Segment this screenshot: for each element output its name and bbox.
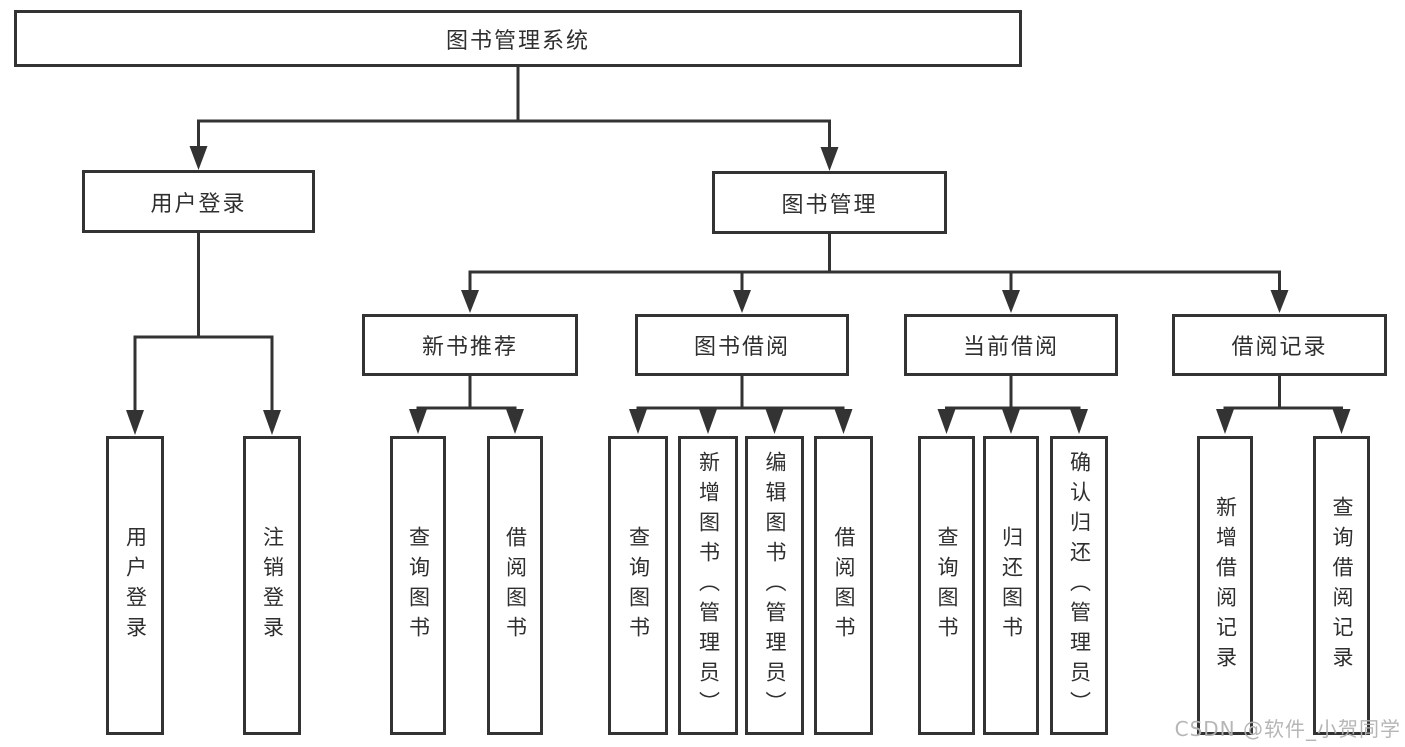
node-book-management-label: 图书管理 (781, 192, 878, 218)
leaf-query-books-recommend: 查询图书 (390, 436, 446, 735)
leaf-query-books-borrowing-label: 查询图书 (626, 525, 651, 646)
node-book-management: 图书管理 (712, 171, 947, 234)
leaf-borrow-books-borrowing: 借阅图书 (814, 436, 873, 735)
leaf-add-books-admin-label: 新增图书（管理员） (696, 450, 721, 721)
leaf-user-login: 用户登录 (106, 436, 164, 735)
node-user-login: 用户登录 (82, 170, 315, 233)
leaf-add-books-admin: 新增图书（管理员） (678, 436, 738, 735)
leaf-edit-books-admin: 编辑图书（管理员） (745, 436, 804, 735)
leaf-query-books-current-label: 查询图书 (935, 525, 959, 646)
node-borrowing-records-label: 借阅记录 (1231, 335, 1328, 360)
node-new-book-recommend-label: 新书推荐 (421, 335, 518, 360)
leaf-borrow-books-borrowing-label: 借阅图书 (832, 525, 856, 646)
leaf-borrow-books-recommend-label: 借阅图书 (503, 525, 528, 646)
node-current-borrowing-label: 当前借阅 (962, 335, 1059, 360)
node-current-borrowing: 当前借阅 (904, 314, 1118, 376)
leaf-add-borrow-record: 新增借阅记录 (1197, 436, 1253, 735)
connector-new-book-to-leaves (409, 376, 524, 434)
node-user-login-label: 用户登录 (150, 191, 247, 217)
leaf-confirm-return-admin-label: 确认归还（管理员） (1067, 450, 1092, 721)
connector-book-borrow-to-leaves (629, 376, 853, 434)
node-new-book-recommend: 新书推荐 (362, 314, 578, 376)
connector-borrow-records-to-leaves (1216, 376, 1351, 434)
node-library-system: 图书管理系统 (14, 10, 1022, 67)
leaf-confirm-return-admin: 确认归还（管理员） (1050, 436, 1108, 735)
leaf-user-login-label: 用户登录 (123, 525, 148, 646)
leaf-edit-books-admin-label: 编辑图书（管理员） (763, 450, 787, 721)
leaf-logout-label: 注销登录 (260, 525, 285, 646)
leaf-query-borrow-record-label: 查询借阅记录 (1330, 495, 1354, 676)
node-book-borrowing: 图书借阅 (635, 314, 849, 376)
csdn-watermark: CSDN @软件_小贺同学 (1174, 717, 1401, 741)
node-borrowing-records: 借阅记录 (1172, 314, 1387, 376)
leaf-query-books-borrowing: 查询图书 (608, 436, 668, 735)
connector-book-mgmt-to-level3 (461, 234, 1289, 313)
node-book-borrowing-label: 图书借阅 (693, 335, 790, 360)
node-library-system-label: 图书管理系统 (445, 28, 590, 54)
leaf-borrow-books-recommend: 借阅图书 (487, 436, 543, 735)
connector-current-borrow-to-leaves (937, 376, 1088, 434)
leaf-add-borrow-record-label: 新增借阅记录 (1213, 495, 1238, 676)
leaf-logout: 注销登录 (243, 436, 301, 735)
leaf-query-borrow-record: 查询借阅记录 (1313, 436, 1370, 735)
leaf-query-books-recommend-label: 查询图书 (406, 525, 431, 646)
connector-root-to-level2 (189, 67, 839, 171)
connector-user-login-to-leaves (126, 233, 281, 435)
leaf-query-books-current: 查询图书 (918, 436, 975, 735)
leaf-return-books: 归还图书 (983, 436, 1039, 735)
leaf-return-books-label: 归还图书 (999, 525, 1024, 646)
